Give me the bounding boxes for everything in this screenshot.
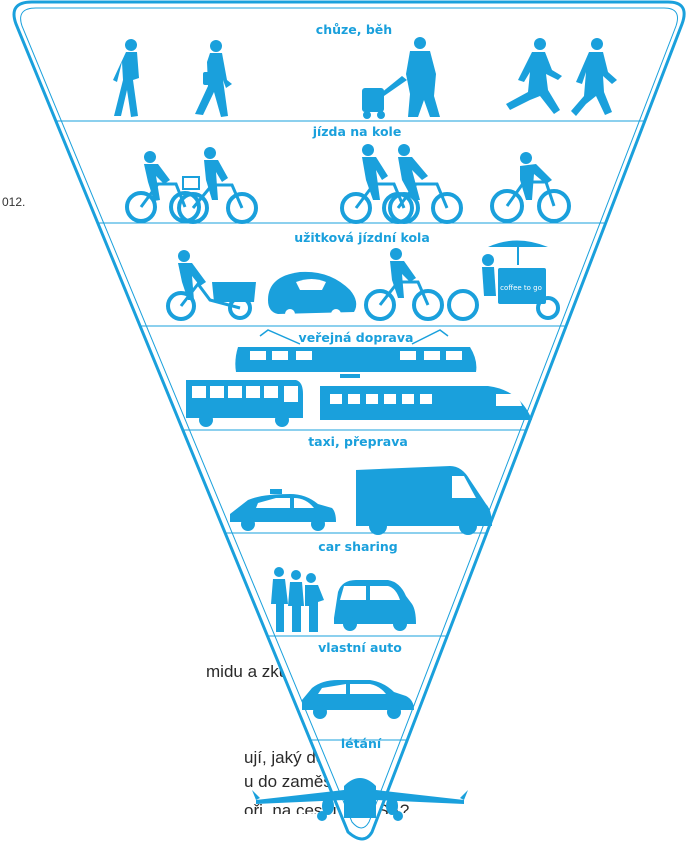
pyramid-outer-border [12,0,686,841]
pyramid-inner-border [20,7,678,829]
running-person-icon [506,38,562,114]
walking-person-icon [195,40,232,117]
pyramid-background [14,2,685,839]
person-with-shopping-trolley-icon [362,37,440,119]
taxi-icon [230,489,336,531]
people-group-icon [271,567,324,632]
bus-icon [186,380,303,427]
level-label-public-transport: veřejná doprava [299,330,414,345]
sedan-car-icon [302,680,414,719]
velomobile-icon [268,271,357,319]
level-label-car-sharing: car sharing [318,539,397,554]
level-label-own-car: vlastní auto [318,640,402,655]
cyclist-icon [177,147,258,224]
level-label-cycling: jízda na kole [312,124,402,139]
level-label-flying: létání [341,736,382,751]
road-cyclist-icon [490,152,571,223]
airplane-icon [252,772,468,821]
walking-person-icon [113,39,139,117]
tram-icon [235,329,477,372]
level-label-utility-bikes: užitková jízdní kola [294,230,430,245]
hatchback-car-icon [334,580,416,631]
level-label-walking: chůze, běh [316,22,392,37]
train-icon [320,374,532,420]
delivery-van-icon [356,466,492,535]
coffee-bike-icon: coffee to go [447,240,560,321]
running-person-icon [571,38,617,116]
cyclist-icon [382,144,463,224]
level-label-taxi: taxi, přeprava [308,434,408,449]
coffee-to-go-sign: coffee to go [500,284,542,292]
cargo-bike-icon [166,250,256,321]
cyclist-icon [364,248,444,321]
year-fragment: 012. [2,195,26,209]
